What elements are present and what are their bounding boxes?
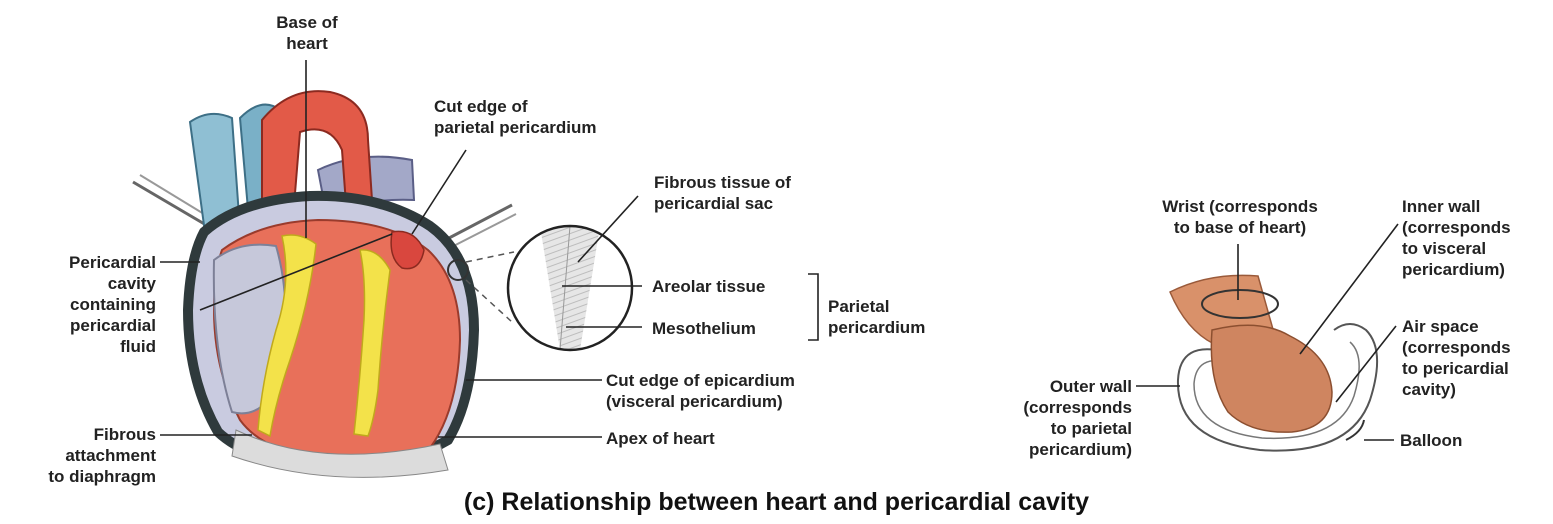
heart-illustration bbox=[133, 91, 516, 477]
label-parietal-pericardium: Parietal pericardium bbox=[828, 296, 925, 338]
fist bbox=[1211, 325, 1332, 432]
leader-inner-wall bbox=[1300, 224, 1398, 354]
label-air-space: Air space (corresponds to pericardial ca… bbox=[1402, 316, 1511, 400]
lens-connector-top bbox=[466, 252, 514, 262]
label-mesothelium: Mesothelium bbox=[652, 318, 756, 339]
figure-caption: (c) Relationship between heart and peric… bbox=[0, 488, 1553, 517]
fist-balloon-analogy bbox=[1170, 275, 1377, 450]
parietal-bracket bbox=[808, 274, 818, 340]
label-balloon: Balloon bbox=[1400, 430, 1462, 451]
label-base-of-heart: Base of heart bbox=[262, 12, 352, 54]
magnifier-lens bbox=[466, 226, 632, 350]
label-outer-wall: Outer wall (corresponds to parietal peri… bbox=[1000, 376, 1132, 460]
label-fibrous-attachment: Fibrous attachment to diaphragm bbox=[20, 424, 156, 487]
label-pericardial-cavity: Pericardial cavity containing pericardia… bbox=[20, 252, 156, 357]
label-wrist: Wrist (corresponds to base of heart) bbox=[1130, 196, 1350, 238]
label-fibrous-tissue: Fibrous tissue of pericardial sac bbox=[654, 172, 791, 214]
label-apex-of-heart: Apex of heart bbox=[606, 428, 715, 449]
label-inner-wall: Inner wall (corresponds to visceral peri… bbox=[1402, 196, 1511, 280]
label-areolar-tissue: Areolar tissue bbox=[652, 276, 765, 297]
leader-cut-edge-parietal bbox=[412, 150, 466, 234]
label-cut-edge-epicardium: Cut edge of epicardium (visceral pericar… bbox=[606, 370, 795, 412]
label-cut-edge-parietal: Cut edge of parietal pericardium bbox=[434, 96, 597, 138]
leader-air-space bbox=[1336, 326, 1396, 402]
